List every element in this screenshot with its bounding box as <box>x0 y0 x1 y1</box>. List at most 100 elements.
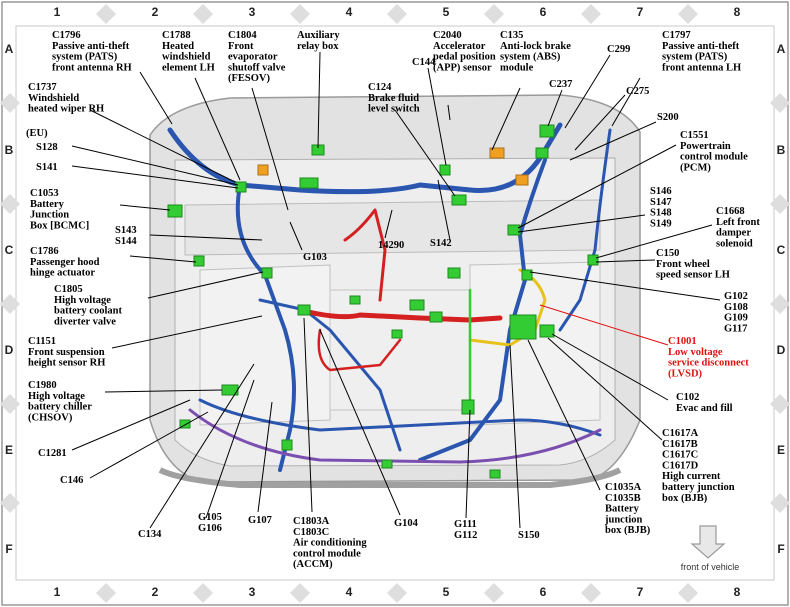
grid-col-6-bottom: 6 <box>540 585 547 599</box>
diamond-left-3 <box>0 394 20 414</box>
label-c2040-line-1: Accelerator <box>433 41 486 52</box>
connector-red1 <box>349 295 361 305</box>
connector-center1 <box>447 267 461 279</box>
harness-blue-rh <box>235 183 296 472</box>
leader-s150 <box>509 344 521 529</box>
label-c1551-line-3: (PCM) <box>680 162 711 173</box>
leader-c102 <box>551 333 669 401</box>
label-c1035-line-1: C1035B <box>605 493 641 504</box>
leader-lines <box>71 51 721 529</box>
leader-s143 <box>149 234 263 241</box>
label-g102-line-0: G102 <box>724 291 748 302</box>
label-c124-line-2: level switch <box>368 104 420 115</box>
label-c1053-line-3: Box [BCMC] <box>30 220 89 231</box>
label-g111-line-0: G111 <box>454 519 477 530</box>
label-c1796-line-2: system (PATS) <box>52 52 118 63</box>
leader-s141 <box>71 165 239 189</box>
label-c1980-line-0: C1980 <box>28 380 57 391</box>
label-c1804-line-3: shutoff valve <box>228 62 286 73</box>
grid-col-8-top: 8 <box>734 5 741 19</box>
grid-row-B-left: B <box>5 143 14 157</box>
label-c2040-line-0: C2040 <box>433 30 462 41</box>
diamond-top-4 <box>484 4 504 24</box>
label-c135-line-1: Anti-lock brake <box>500 41 571 52</box>
grid-row-C-left: C <box>5 243 14 257</box>
leader-c275 <box>574 94 626 151</box>
leader-c1980 <box>104 389 223 393</box>
harness-blue-lh-outer <box>558 128 612 332</box>
connector-c102 <box>539 324 555 338</box>
label-c1980-line-1: High voltage <box>28 391 85 402</box>
label-eu: (EU) <box>26 128 48 139</box>
label-c1737-line-1: Windshield <box>28 93 79 104</box>
connectors <box>167 124 599 479</box>
leader-g105 <box>205 379 255 519</box>
diamond-top-2 <box>290 4 310 24</box>
grid-col-2-bottom: 2 <box>152 585 159 599</box>
label-c1803-line-1: C1803C <box>293 527 329 538</box>
grid-row-E-right: E <box>777 443 785 457</box>
grid-row-A-right: A <box>777 42 786 56</box>
leader-c1551 <box>517 144 677 229</box>
label-g104: G104 <box>394 518 419 529</box>
label-c1805-line-2: battery coolant <box>54 306 122 317</box>
orange-connectors <box>257 147 529 186</box>
label-c1805-line-1: High voltage <box>54 295 111 306</box>
leader-c150 <box>595 259 656 263</box>
connector-front1 <box>281 439 293 451</box>
label-s200-line-0: S200 <box>657 112 679 123</box>
leader-c1035 <box>527 339 601 491</box>
label-g103-line-0: G103 <box>303 252 327 263</box>
label-c1788-line-3: element LH <box>162 62 215 73</box>
label-c1737-line-0: C1737 <box>28 82 57 93</box>
label-c102-line-0: C102 <box>676 392 699 403</box>
harness-purple <box>188 408 602 464</box>
grid-col-4-top: 4 <box>346 5 353 19</box>
label-c1053-line-0: C1053 <box>30 188 59 199</box>
connector-g102 <box>521 269 533 281</box>
leader-s128 <box>71 145 239 186</box>
grid-row-C-right: C <box>777 243 786 257</box>
label-s142: S142 <box>430 238 452 249</box>
label-c1668-line-1: Left front <box>716 217 760 228</box>
connector-c1053 <box>167 204 183 218</box>
label-c1617-line-0: C1617A <box>662 428 699 439</box>
label-c1035-line-0: C1035A <box>605 482 642 493</box>
label-c1001-line-3: (LVSD) <box>668 368 703 379</box>
leader-c146 <box>89 411 209 479</box>
leader-c1053 <box>119 204 171 211</box>
label-c1281-line-0: C1281 <box>38 448 67 459</box>
connector-front2 <box>381 459 393 469</box>
label-c124-line-1: Brake fluid <box>368 93 419 104</box>
vehicle-body <box>149 94 641 488</box>
label-c1796-line-1: Passive anti-theft <box>52 41 130 52</box>
label-c1551-line-0: C1551 <box>680 130 709 141</box>
harness-blue-front <box>198 398 602 437</box>
grid-row-F-left: F <box>5 542 12 556</box>
diamond-bottom-0 <box>96 583 116 603</box>
leader-c1804 <box>251 87 289 211</box>
connector-g111 <box>461 399 475 415</box>
leader-14290 <box>384 209 393 239</box>
grid-col-6-top: 6 <box>540 5 547 19</box>
diamond-left-4 <box>0 493 20 513</box>
connector-aux <box>299 177 319 189</box>
leader-c144 <box>427 67 447 166</box>
